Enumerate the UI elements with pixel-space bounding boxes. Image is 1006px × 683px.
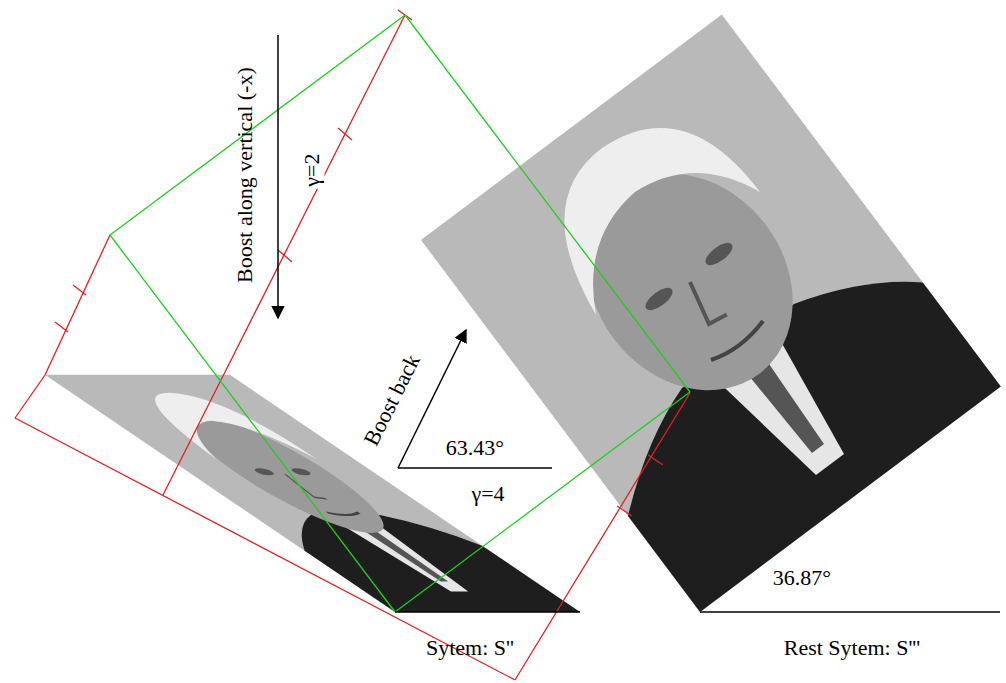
- label-text: Sytem: S'': [424, 636, 516, 660]
- rest-photo: [421, 14, 1001, 612]
- green-grid: [110, 15, 690, 612]
- label-text: γ=4: [469, 482, 506, 506]
- sheared-photo: [45, 375, 580, 612]
- arrows: [278, 35, 1000, 612]
- label-text: Boost back: [358, 349, 425, 451]
- label-text: 63.43°: [444, 436, 506, 460]
- label-text: γ=2: [301, 151, 325, 188]
- red-grid: [15, 10, 690, 680]
- label-text: 36.87°: [771, 566, 833, 590]
- label-text: Boost along vertical (-x): [233, 65, 257, 285]
- label-text: Rest Sytem: S''': [782, 636, 923, 660]
